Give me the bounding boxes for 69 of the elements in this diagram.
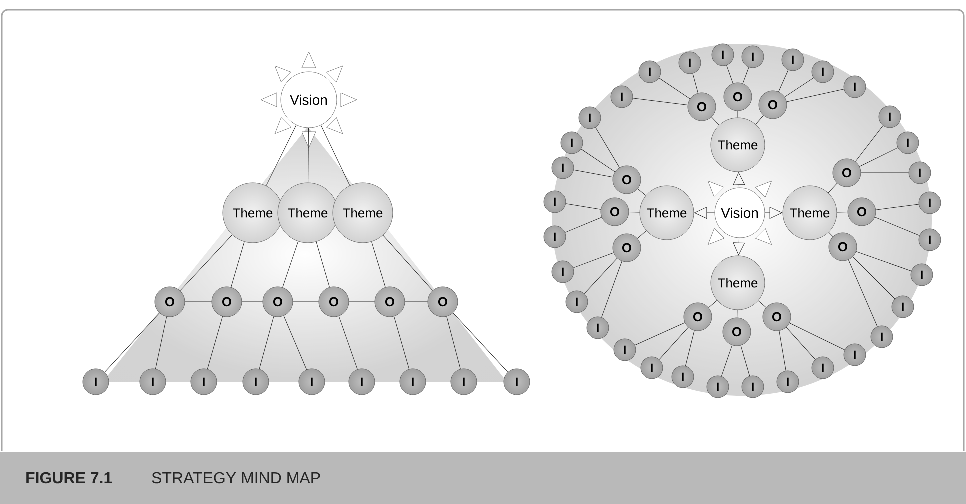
connector-line xyxy=(602,261,622,318)
connector-line xyxy=(726,65,734,84)
connector-line xyxy=(874,217,920,236)
connector-line xyxy=(596,127,620,168)
connector-line xyxy=(742,67,750,84)
connector-line xyxy=(566,204,602,210)
connector-line xyxy=(708,300,718,308)
connector-line xyxy=(721,345,733,377)
connector-line xyxy=(104,312,160,373)
connector-line xyxy=(446,316,461,370)
caption-text: STRATEGY MIND MAP xyxy=(152,472,320,484)
connector-line xyxy=(828,183,838,194)
arrow xyxy=(764,207,782,219)
connector-line xyxy=(394,316,410,370)
connector-line xyxy=(756,115,764,125)
connector-line xyxy=(259,316,274,370)
connector-line xyxy=(284,316,308,370)
connector-line xyxy=(758,300,767,308)
connector-line xyxy=(637,230,647,239)
connector-line xyxy=(848,260,878,327)
connector-line xyxy=(685,330,695,366)
connector-line xyxy=(740,345,750,376)
connector-line xyxy=(860,172,910,174)
connector-line xyxy=(692,74,699,94)
connector-line xyxy=(282,241,299,288)
arrow xyxy=(694,207,716,219)
connector-line xyxy=(628,212,640,213)
connector-line xyxy=(778,70,789,92)
connector-line xyxy=(453,312,508,373)
connector-line xyxy=(828,232,834,238)
connector-line xyxy=(659,327,689,360)
connector-line xyxy=(573,252,614,268)
connector-line xyxy=(784,78,814,98)
vision-sun: Vision xyxy=(260,52,358,148)
connector-line xyxy=(382,235,434,291)
connector-line xyxy=(574,170,614,178)
arrow xyxy=(733,238,746,256)
connector-line xyxy=(659,78,690,100)
connector-line xyxy=(852,256,896,300)
connector-line xyxy=(856,252,912,272)
connector-line xyxy=(266,125,297,186)
connector-line xyxy=(565,217,602,233)
figure-number: FIGURE 7.1 xyxy=(26,472,112,484)
connector-line xyxy=(207,316,224,370)
connector-line xyxy=(308,128,309,184)
connector-line xyxy=(634,322,686,346)
connector-line xyxy=(372,242,386,288)
connector-line xyxy=(836,212,848,213)
connector-line xyxy=(584,258,618,294)
connector-line xyxy=(737,310,738,318)
connector-line xyxy=(156,316,168,370)
connector-line xyxy=(712,117,720,126)
connector-line xyxy=(231,242,245,288)
connector-line xyxy=(855,126,884,162)
vision-sun: Vision xyxy=(708,181,772,245)
connector-line xyxy=(180,234,233,292)
connector-line xyxy=(320,125,350,186)
connector-line xyxy=(338,316,358,370)
connector-line xyxy=(786,327,816,360)
connector-line xyxy=(860,148,898,167)
arrow xyxy=(733,172,746,188)
connector-line xyxy=(632,98,688,106)
connector-line xyxy=(581,149,616,172)
connector-line xyxy=(638,188,646,196)
connector-line xyxy=(790,322,846,350)
connector-line xyxy=(779,330,786,372)
connector-line xyxy=(876,204,920,210)
connector-line xyxy=(786,89,844,102)
connector-line xyxy=(316,242,330,288)
